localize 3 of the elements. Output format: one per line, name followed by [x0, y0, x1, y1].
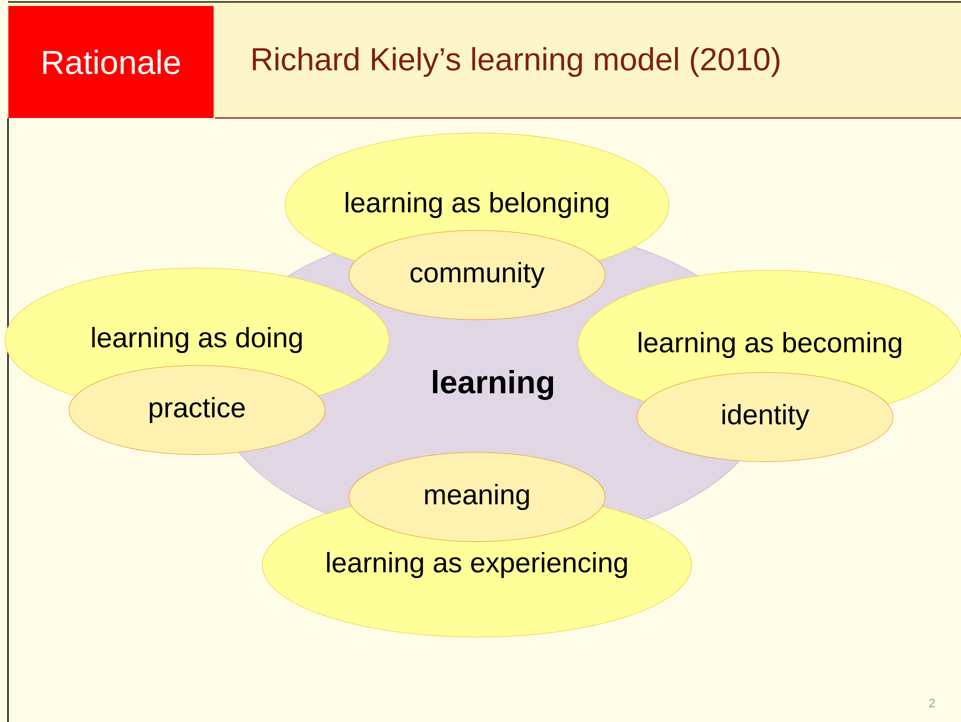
- slide-number: 2: [929, 698, 935, 708]
- slide-title: Richard Kiely’s learning model (2010): [252, 47, 780, 77]
- section-tab: Rationale: [8, 6, 214, 118]
